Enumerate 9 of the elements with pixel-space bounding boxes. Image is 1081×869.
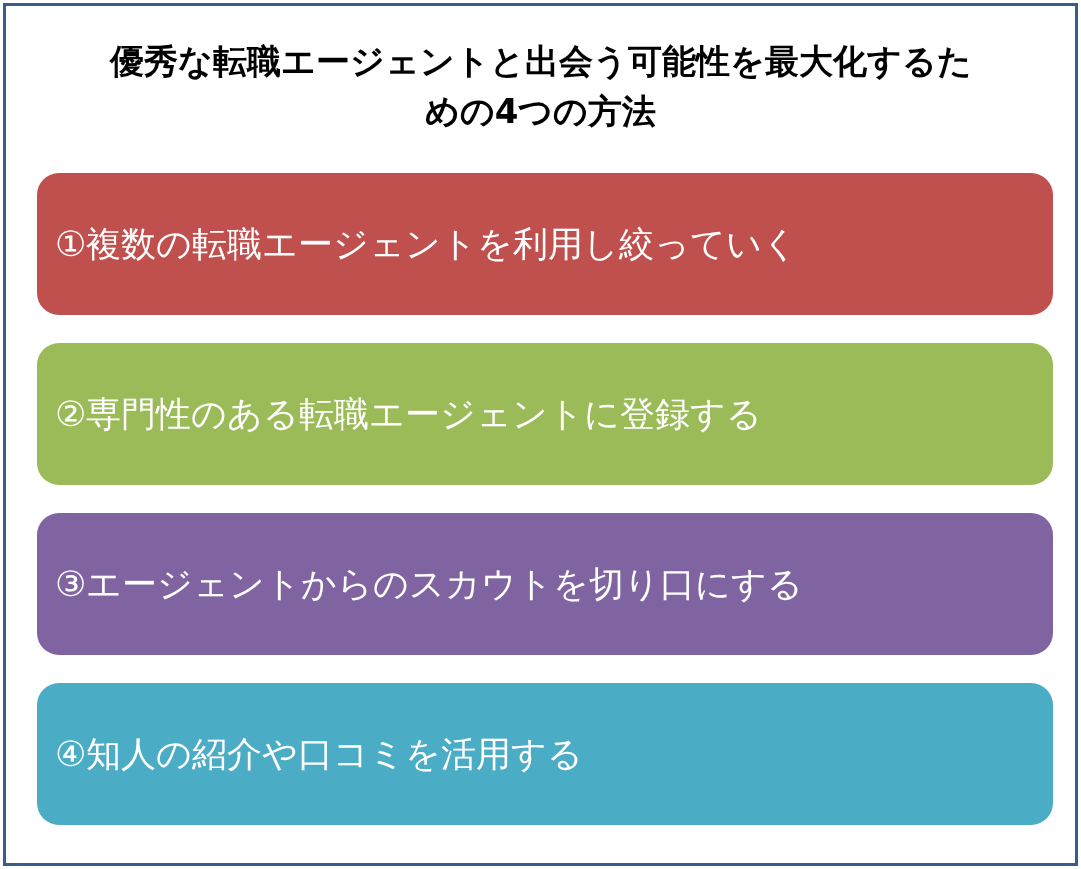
step-box — [37, 343, 1053, 485]
step-box — [37, 683, 1053, 825]
step-text: ②専門性のある転職エージェントに登録する — [55, 392, 763, 436]
step-box — [37, 173, 1053, 315]
step-box — [37, 513, 1053, 655]
title: 優秀な転職エージェントと出会う可能性を最大化するための4つの方法 — [108, 40, 973, 133]
step-text: ③エージェントからのスカウトを切り口にする — [55, 562, 804, 606]
step-text: ④知人の紹介や口コミを活用する — [55, 732, 584, 776]
step-text: ①複数の転職エージェントを利用し絞っていく — [55, 222, 799, 266]
